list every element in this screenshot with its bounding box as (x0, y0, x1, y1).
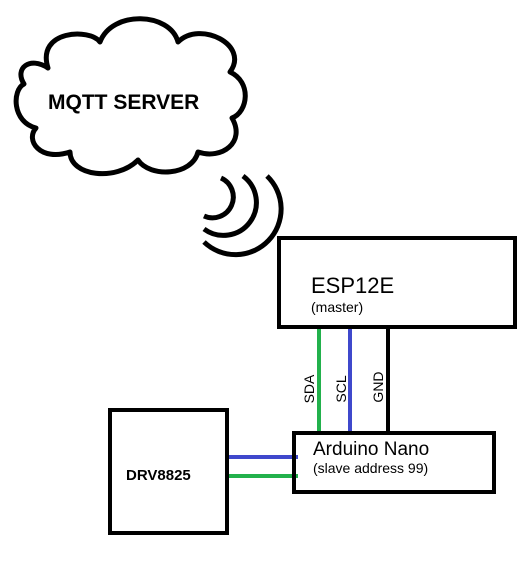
esp12e-role: (master) (311, 299, 364, 315)
cloud-label: MQTT SERVER (48, 91, 200, 114)
scl-label: SCL (333, 375, 349, 403)
sda-label: SDA (301, 374, 317, 404)
esp12e-box (277, 236, 517, 329)
arduino-nano-title: Arduino Nano (313, 439, 430, 460)
arduino-nano-box (292, 431, 496, 494)
esp12e-title: ESP12E (311, 273, 395, 298)
arduino-nano-address: (slave address 99) (313, 460, 429, 476)
wireless-signal-icon (202, 173, 284, 258)
drv8825-box (108, 408, 229, 535)
gnd-label: GND (370, 371, 386, 403)
cloud-shape (13, 16, 248, 177)
drv8825-label: DRV8825 (126, 467, 191, 484)
